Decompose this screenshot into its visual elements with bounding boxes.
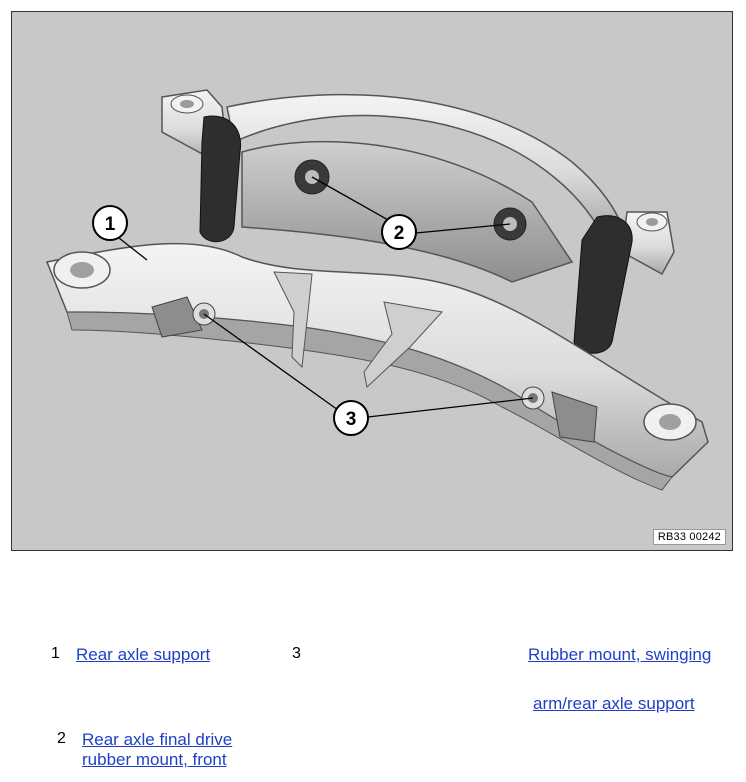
link-rear-axle-support[interactable]: Rear axle support [76, 645, 211, 664]
leader-line-1 [118, 237, 148, 261]
legend-number-2: 2 [57, 730, 66, 747]
rubber-sleeve-right [573, 215, 633, 354]
svg-text:3: 3 [346, 409, 357, 430]
leader-line-3a [203, 313, 339, 411]
link-final-drive-mount-line2[interactable]: rubber mount, front [82, 750, 227, 769]
fin-left [273, 271, 313, 369]
callout-1: 1 [92, 205, 128, 241]
callout-2: 2 [381, 214, 417, 250]
svg-text:2: 2 [394, 223, 405, 244]
callout-3: 3 [333, 400, 369, 436]
svg-text:1: 1 [105, 214, 116, 235]
center-web-plate [241, 140, 574, 283]
link-rubber-mount-swinging-line2[interactable]: arm/rear axle support [533, 694, 695, 713]
legend-number-1: 1 [51, 645, 60, 662]
rear-axle-support-illustration: 1 2 3 [45, 89, 709, 491]
leader-line-3b [367, 397, 534, 418]
leader-line-2b [415, 223, 511, 234]
legend-number-3: 3 [292, 645, 301, 662]
axle-illustration-frame: 1 2 3 RB33 00242 [11, 11, 733, 551]
link-final-drive-mount-line1[interactable]: Rear axle final drive [82, 730, 233, 749]
figure-code: RB33 00242 [652, 529, 726, 545]
rubber-sleeve-left [199, 115, 242, 242]
link-rubber-mount-swinging-line1[interactable]: Rubber mount, swinging [528, 645, 712, 664]
leader-line-2a [311, 176, 398, 226]
fin-right [363, 301, 443, 388]
